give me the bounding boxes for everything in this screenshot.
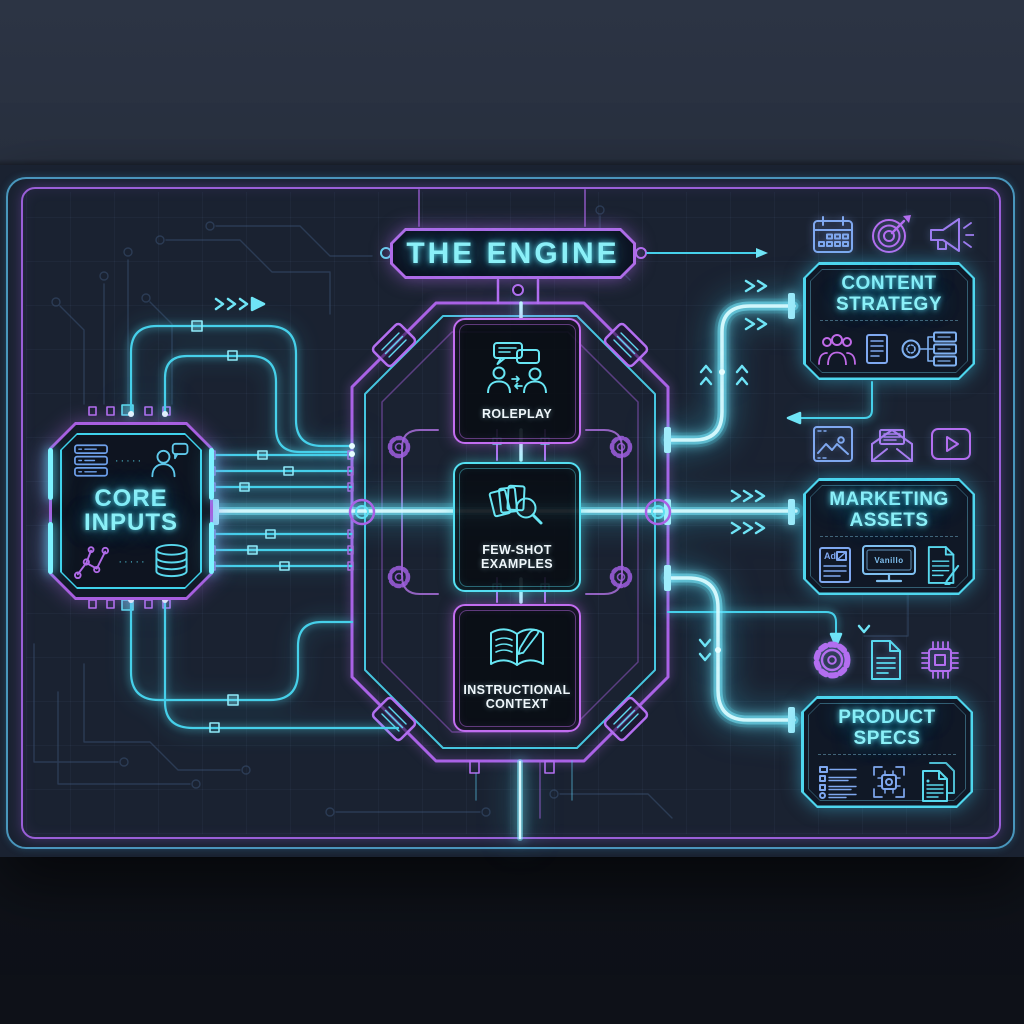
node-label: ROLEPLAY: [481, 407, 553, 422]
checklist-icon: [819, 766, 857, 800]
document-pen-icon: [927, 545, 960, 585]
separator-dots: ·····: [114, 454, 144, 467]
divider: [820, 536, 958, 538]
monitor-text: Vanillo: [874, 556, 903, 565]
database-icon: [155, 543, 188, 578]
node-label: INSTRUCTIONAL CONTEXT: [463, 682, 571, 711]
document-icon: [871, 640, 901, 680]
workflow-icon: [901, 331, 957, 367]
content-strategy-icons: [812, 213, 974, 257]
server-stack-icon: [74, 444, 108, 477]
title-background: [393, 231, 633, 276]
ad-page-icon: Ad: [819, 546, 851, 583]
node-label: FEW-SHOT EXAMPLES: [481, 542, 553, 571]
glow-bar: [48, 448, 53, 500]
divider: [820, 320, 958, 322]
divider: [818, 754, 956, 756]
document-list-icon: [866, 334, 888, 365]
calendar-icon: [813, 216, 853, 253]
board-outer-frame: [6, 177, 1015, 849]
glow-bar: [209, 448, 214, 500]
output-product-specs: PRODUCT SPECS: [801, 696, 973, 808]
board-inner-frame: [21, 187, 1001, 839]
output-title: MARKETING ASSETS: [829, 489, 949, 531]
marketing-assets-icons: [812, 424, 972, 464]
target-icon: [872, 215, 911, 253]
megaphone-icon: [930, 218, 974, 252]
monitor-icon: Vanillo: [862, 544, 916, 582]
product-specs-icons: [810, 638, 962, 682]
output-title: PRODUCT SPECS: [838, 707, 936, 749]
book-quill-icon: [490, 628, 544, 667]
chat-people-icon: [487, 341, 547, 393]
output-content-strategy: CONTENT STRATEGY: [803, 262, 975, 380]
core-inputs-node: ····· CORE INPUTS ·····: [48, 422, 214, 600]
core-inputs-label: CORE INPUTS: [83, 484, 178, 536]
engine-node-instructional: INSTRUCTIONAL CONTEXT: [453, 604, 581, 732]
output-title: CONTENT STRATEGY: [835, 273, 943, 315]
gear-icon: [813, 641, 851, 679]
ad-text: Ad: [824, 551, 836, 561]
chip-icon: [921, 641, 959, 679]
people-group-icon: [818, 334, 856, 366]
cards-magnifier-icon: [488, 485, 543, 525]
documents-stack-icon: [922, 762, 955, 803]
engine-node-few-shot: FEW-SHOT EXAMPLES: [453, 462, 581, 592]
chip-frame-icon: [873, 766, 905, 798]
title-box: THE ENGINE: [390, 228, 636, 279]
separator-dots: ·····: [118, 555, 147, 568]
glow-bar: [209, 522, 214, 574]
envelope-icon: [871, 429, 913, 462]
page-title: THE ENGINE: [406, 236, 620, 270]
user-chat-icon: [151, 442, 189, 478]
engine-node-roleplay: ROLEPLAY: [453, 318, 581, 444]
glow-bar: [48, 522, 53, 574]
output-marketing-assets: MARKETING ASSETS Ad Vanillo: [803, 478, 975, 595]
image-icon: [813, 426, 853, 462]
network-nodes-icon: [74, 545, 110, 579]
video-play-icon: [931, 428, 971, 460]
